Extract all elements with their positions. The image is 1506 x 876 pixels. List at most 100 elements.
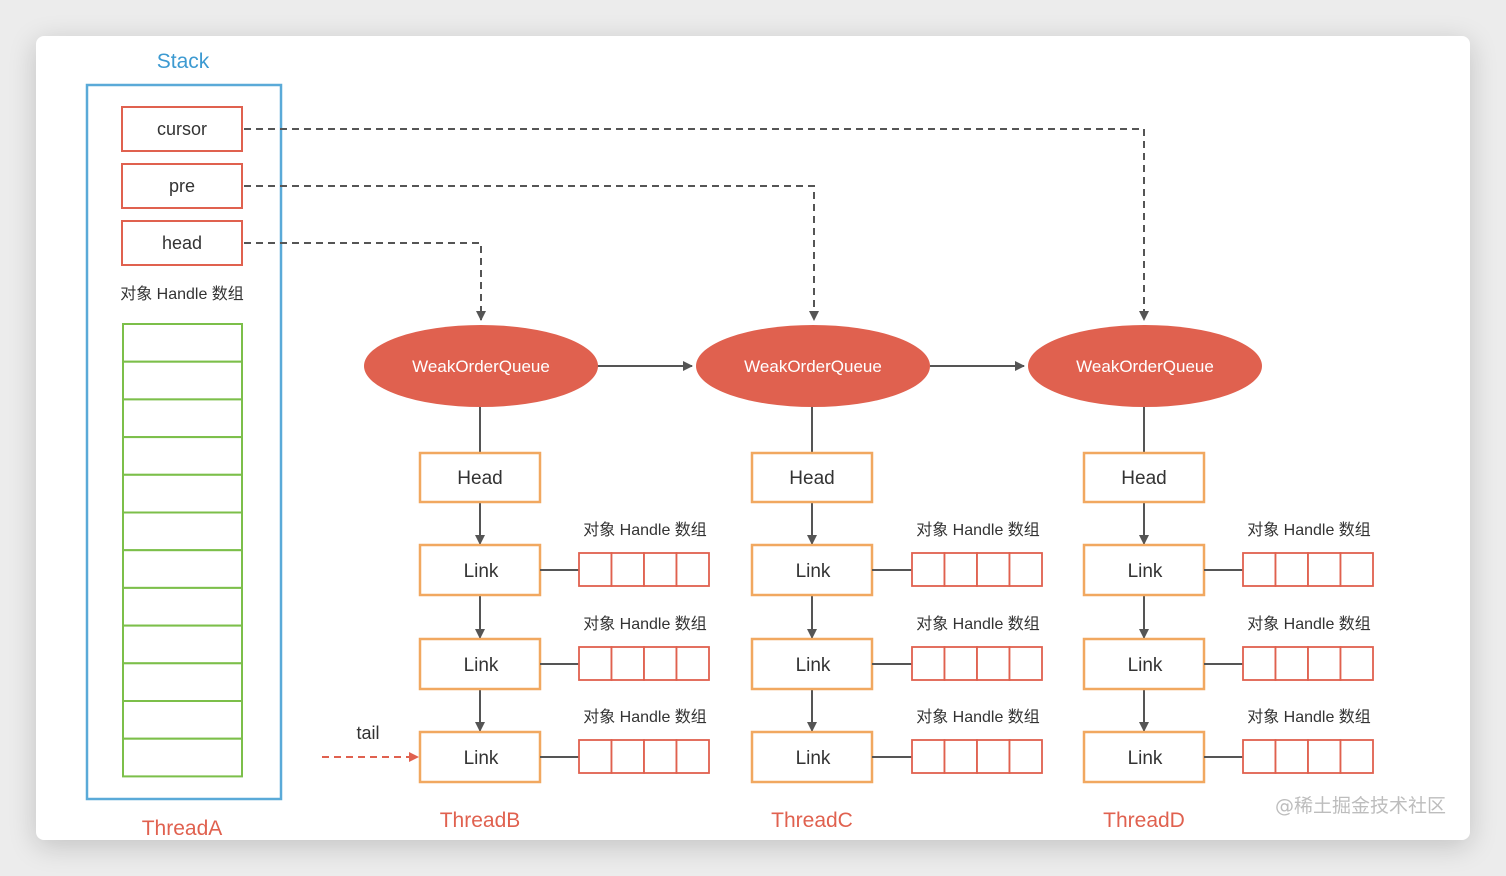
stack-handle-slot bbox=[122, 323, 243, 363]
weak-order-queue-label: WeakOrderQueue bbox=[412, 357, 550, 376]
weak-order-queue-node bbox=[364, 325, 598, 407]
pre-field-box bbox=[121, 163, 243, 209]
thread-b-label: ThreadB bbox=[440, 809, 521, 832]
handle-array-cell bbox=[1008, 552, 1043, 587]
stack-handle-slot bbox=[122, 549, 243, 589]
weak-order-queue-label: WeakOrderQueue bbox=[744, 357, 882, 376]
link-node-label: Link bbox=[464, 655, 499, 676]
handle-array-cell bbox=[643, 739, 678, 774]
handle-array-cell bbox=[610, 552, 645, 587]
handle-array-label: 对象 Handle 数组 bbox=[916, 615, 1040, 633]
handle-array-cell bbox=[1339, 739, 1374, 774]
link-node-box bbox=[1082, 543, 1206, 597]
stack-frame bbox=[85, 83, 283, 801]
handle-array-cell bbox=[943, 739, 978, 774]
head-node-label: Head bbox=[789, 468, 834, 489]
handle-array-cell bbox=[911, 552, 946, 587]
handle-array-label: 对象 Handle 数组 bbox=[916, 708, 1040, 726]
weak-order-queue-label: WeakOrderQueue bbox=[1076, 357, 1214, 376]
stack-title: Stack bbox=[157, 50, 210, 73]
head-node-label: Head bbox=[457, 468, 502, 489]
link-node-box bbox=[1082, 637, 1206, 691]
link-node-label: Link bbox=[464, 561, 499, 582]
link-node-label: Link bbox=[1128, 748, 1163, 769]
handle-array-cell bbox=[976, 646, 1011, 681]
link-node-label: Link bbox=[796, 561, 831, 582]
handle-array-cell bbox=[578, 646, 613, 681]
link-node-label: Link bbox=[796, 748, 831, 769]
stack-handle-slot bbox=[122, 436, 243, 476]
weak-order-queue-node bbox=[696, 325, 930, 407]
handle-array-cell bbox=[643, 552, 678, 587]
thread-d-label: ThreadD bbox=[1103, 809, 1185, 832]
handle-array-label: 对象 Handle 数组 bbox=[583, 521, 707, 539]
handle-array-cell bbox=[1274, 646, 1309, 681]
head-node-box bbox=[750, 451, 874, 504]
handle-array-cell bbox=[1274, 739, 1309, 774]
handle-array-cell bbox=[976, 739, 1011, 774]
head-field-label: head bbox=[162, 233, 202, 253]
handle-array-cell bbox=[1008, 739, 1043, 774]
link-node-label: Link bbox=[464, 748, 499, 769]
handle-array-label: 对象 Handle 数组 bbox=[1247, 615, 1371, 633]
link-node-box bbox=[750, 730, 874, 784]
stack-handle-slot bbox=[122, 737, 243, 778]
stack-handle-slot bbox=[122, 700, 243, 740]
handle-array-cell bbox=[1307, 646, 1342, 681]
handle-array-cell bbox=[1242, 552, 1277, 587]
handle-array-cell bbox=[675, 646, 710, 681]
handle-array-cell bbox=[610, 646, 645, 681]
weak-order-queue-node bbox=[1028, 325, 1262, 407]
cursor-pointer-line bbox=[244, 128, 1149, 321]
head-node-label: Head bbox=[1121, 468, 1166, 489]
stack-handle-slot bbox=[122, 624, 243, 665]
handle-array-cell bbox=[911, 646, 946, 681]
handle-array-cell bbox=[1307, 739, 1342, 774]
head-field-box bbox=[121, 220, 243, 266]
stack-handle-slot bbox=[122, 662, 243, 702]
watermark: @稀土掘金技术社区 bbox=[1274, 795, 1446, 817]
link-node-box bbox=[750, 543, 874, 597]
stack-array-label: 对象 Handle 数组 bbox=[120, 285, 244, 303]
thread-a-label: ThreadA bbox=[142, 817, 223, 840]
link-node-box bbox=[1082, 730, 1206, 784]
stack-handle-slot bbox=[122, 360, 243, 401]
handle-array-cell bbox=[943, 646, 978, 681]
head-pointer-line bbox=[244, 242, 486, 321]
handle-array-cell bbox=[1274, 552, 1309, 587]
cursor-field-label: cursor bbox=[157, 119, 207, 139]
handle-array-cell bbox=[1242, 739, 1277, 774]
stack-handle-array bbox=[122, 323, 243, 778]
handle-array-cell bbox=[911, 739, 946, 774]
handle-array-cell bbox=[943, 552, 978, 587]
recycler-diagram: Stack cursor pre head 对象 Handle 数组 Threa… bbox=[85, 50, 1374, 840]
handle-array-label: 对象 Handle 数组 bbox=[916, 521, 1040, 539]
cursor-field-box bbox=[121, 106, 243, 152]
link-node-label: Link bbox=[1128, 655, 1163, 676]
head-node-box bbox=[418, 451, 542, 504]
tail-label: tail bbox=[356, 723, 379, 743]
pre-pointer-line bbox=[244, 185, 819, 321]
stack-handle-slot bbox=[122, 511, 243, 552]
handle-array-cell bbox=[675, 552, 710, 587]
handle-array-cell bbox=[610, 739, 645, 774]
head-node-box bbox=[1082, 451, 1206, 504]
handle-array-cell bbox=[578, 552, 613, 587]
link-node-label: Link bbox=[796, 655, 831, 676]
handle-array-label: 对象 Handle 数组 bbox=[1247, 708, 1371, 726]
stack-handle-slot bbox=[122, 473, 243, 514]
stack-group: Stack cursor pre head 对象 Handle 数组 Threa… bbox=[85, 50, 283, 840]
link-node-box bbox=[750, 637, 874, 691]
link-node-box bbox=[418, 637, 542, 691]
handle-array-cell bbox=[976, 552, 1011, 587]
stack-handle-slot bbox=[122, 398, 243, 439]
handle-array-cell bbox=[1307, 552, 1342, 587]
handle-array-cell bbox=[1242, 646, 1277, 681]
handle-array-label: 对象 Handle 数组 bbox=[583, 615, 707, 633]
handle-array-label: 对象 Handle 数组 bbox=[583, 708, 707, 726]
diagram-card: Stack cursor pre head 对象 Handle 数组 Threa… bbox=[36, 36, 1470, 840]
pre-field-label: pre bbox=[169, 176, 195, 196]
